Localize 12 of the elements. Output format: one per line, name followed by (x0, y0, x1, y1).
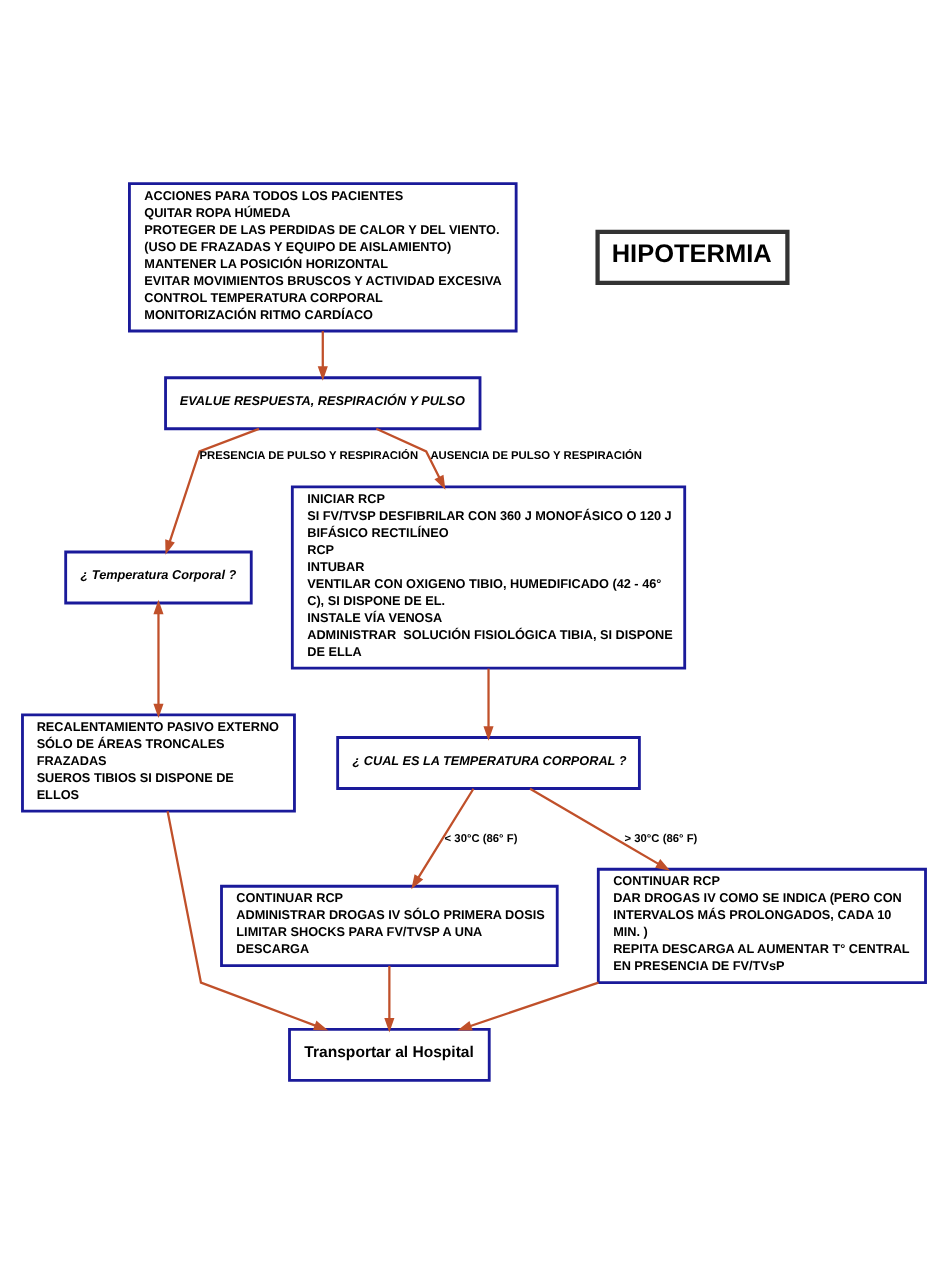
arrow (457, 981, 599, 1031)
arrow (317, 331, 328, 381)
arrow (411, 788, 475, 890)
arrow (165, 427, 260, 555)
node-box: Transportar al Hospital (288, 1027, 491, 1082)
node-box: HIPOTERMIA (595, 229, 790, 285)
arrow (153, 599, 164, 719)
arrow (166, 811, 329, 1031)
arrow (375, 427, 446, 490)
arrow (384, 965, 395, 1033)
arrow (529, 787, 671, 871)
arrow (483, 668, 494, 741)
